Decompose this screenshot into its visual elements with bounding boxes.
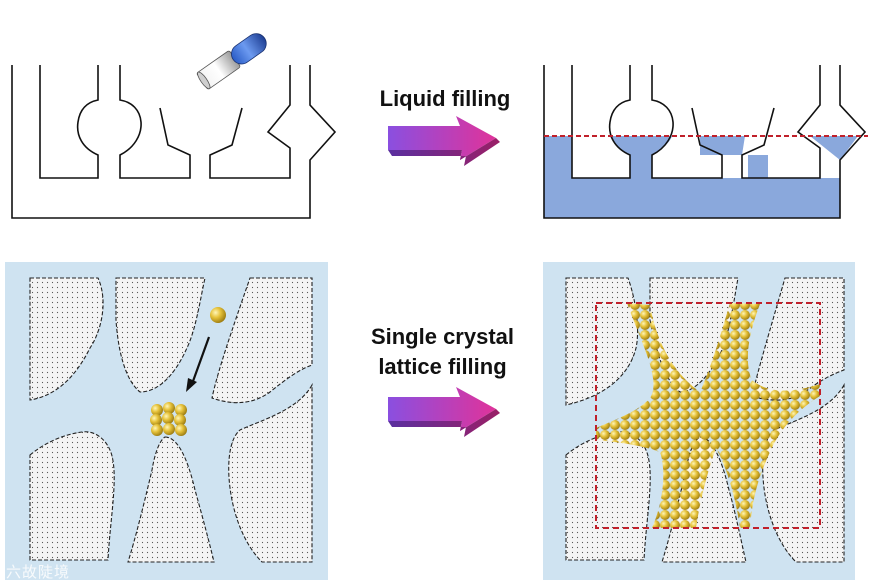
single-crystal-label-line2: lattice filling	[378, 354, 507, 379]
liquid-filling-arrow	[388, 116, 500, 166]
attach-arrow-head	[186, 378, 197, 392]
single-atom	[210, 307, 226, 323]
empty-channel-structure	[11, 65, 337, 219]
pipette-icon	[196, 33, 267, 90]
atom-nucleus-group	[150, 307, 226, 436]
single-crystal-boundary	[595, 302, 821, 529]
attach-arrow-line	[190, 336, 211, 385]
lattice-filling-arrow	[388, 387, 500, 437]
liquid-filling-label: Liquid filling	[379, 86, 511, 111]
porous-structure-filled	[543, 262, 855, 580]
liquid-fill	[544, 136, 858, 218]
filled-channel-structure	[543, 65, 868, 219]
single-crystal-label-line1: Single crystal	[370, 324, 515, 349]
watermark: 六故陡境	[6, 564, 71, 581]
porous-structure-initial	[5, 262, 328, 580]
single-crystal-label: Single crystal lattice filling	[330, 322, 555, 382]
crystal-nucleus	[150, 402, 187, 436]
